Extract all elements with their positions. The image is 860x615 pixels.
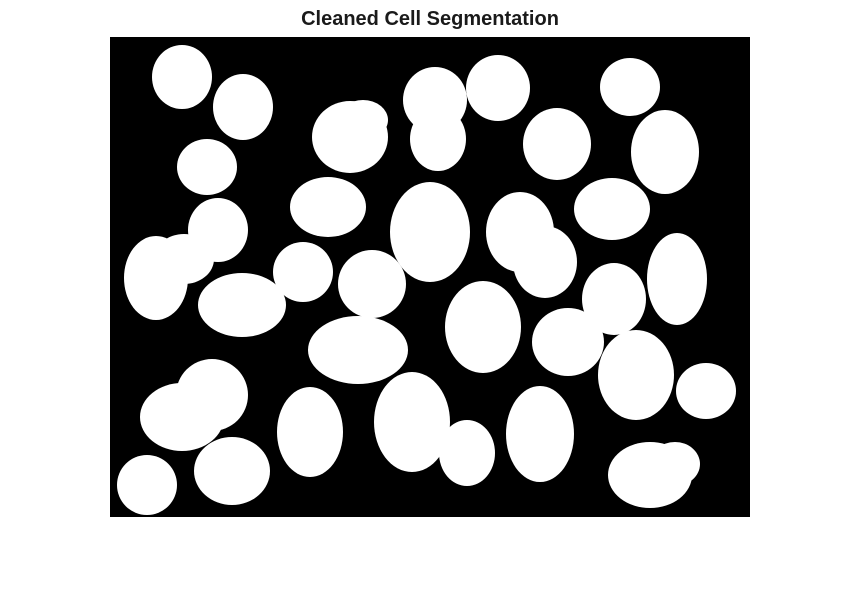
cell-blob [308,316,408,384]
cell-blob [374,372,450,472]
cell-blob [676,363,736,419]
cell-blob [277,387,343,477]
cell-blob [582,263,646,335]
figure-title: Cleaned Cell Segmentation [301,8,559,30]
cell-blobs [117,45,736,515]
cell-blob [466,55,530,121]
cell-blob [213,74,273,140]
cell-blob [600,58,660,116]
cell-blob [290,177,366,237]
mask-canvas [110,37,750,517]
cell-blob [513,226,577,298]
cell-blob [273,242,333,302]
cell-blob [650,442,700,486]
cell-blob [117,455,177,515]
cell-blob [176,359,248,431]
cell-blob [198,273,286,337]
cell-blob [598,330,674,420]
segmentation-mask-image [110,37,750,517]
cell-blob [445,281,521,373]
cell-blob [631,110,699,194]
cell-blob [647,233,707,325]
cell-blob [154,234,214,284]
cell-blob [574,178,650,240]
cell-blob [410,107,466,171]
cell-blob [523,108,591,180]
cell-blob [338,100,388,140]
cell-blob [439,420,495,486]
cell-blob [390,182,470,282]
cell-blob [194,437,270,505]
cell-blob [152,45,212,109]
cell-blob [506,386,574,482]
cell-blob [532,308,604,376]
cell-blob [338,250,406,318]
cell-blob [177,139,237,195]
